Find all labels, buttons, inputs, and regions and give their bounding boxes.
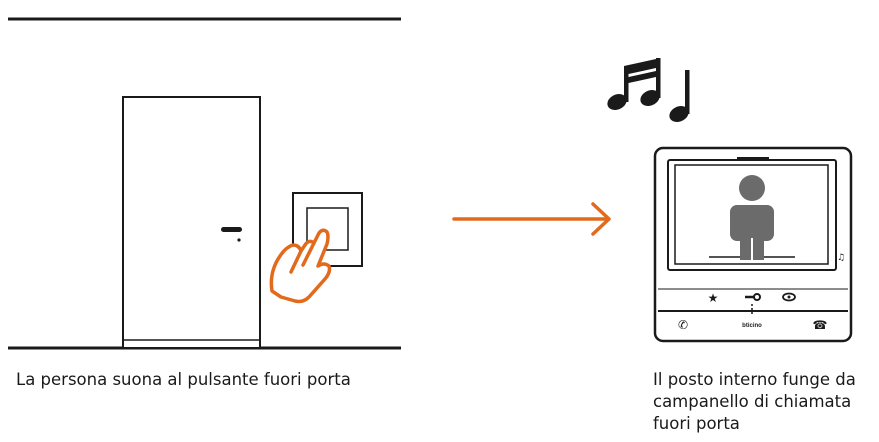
doorbell-push-button	[292, 192, 363, 267]
brand-logo: bticino	[742, 323, 762, 329]
pressing-hand-icon	[269, 228, 332, 304]
caption-person-rings: La persona suona al pulsante fuori porta	[16, 370, 351, 389]
star-icon: ★	[708, 291, 719, 305]
caption-line-3: fuori porta	[653, 414, 740, 433]
caption-line-2: campanello di chiamata	[653, 392, 852, 411]
door-handle	[221, 227, 242, 242]
microphone-dots	[751, 304, 753, 314]
caption-line-1: Il posto interno funge da	[653, 370, 856, 389]
music-notes-icon	[607, 58, 690, 123]
caption-intercom-rings: Il posto interno funge da campanello di …	[653, 369, 877, 435]
arrow-right-icon	[452, 202, 611, 236]
door	[122, 96, 261, 349]
key-icon	[745, 293, 761, 301]
phone-hangup-icon: ☎	[813, 318, 828, 332]
bell-mute-icon: ♫	[837, 253, 845, 263]
eye-icon	[782, 292, 796, 302]
phone-answer-icon: ✆	[678, 318, 688, 332]
